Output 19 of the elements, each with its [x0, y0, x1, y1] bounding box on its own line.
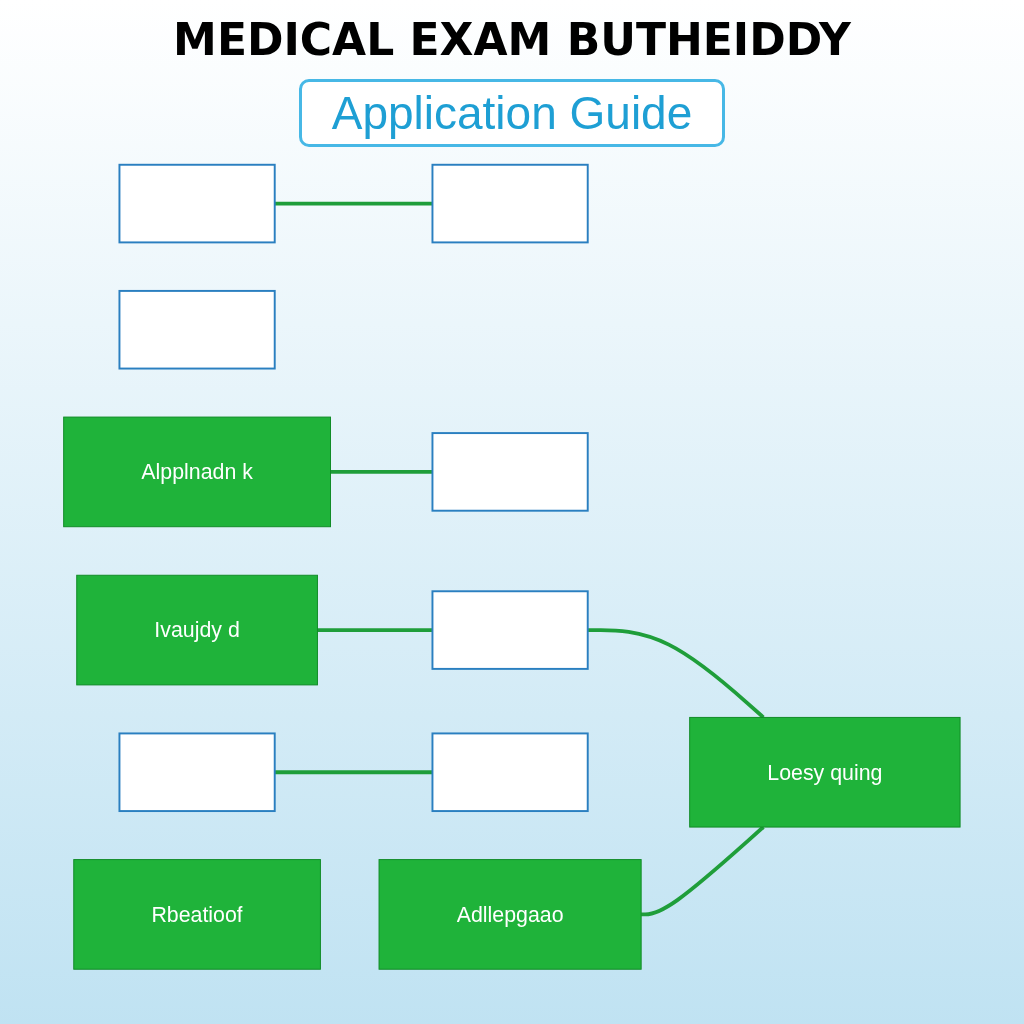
- connector: [274, 770, 433, 775]
- node-box: Ivaujdy d: [76, 574, 319, 686]
- node-box: Loesy quing: [689, 716, 961, 828]
- node-box: [118, 732, 276, 813]
- title: MEDICAL EXAM BUTHEIDDY: [173, 14, 851, 65]
- node-box: [431, 163, 589, 244]
- node-box: Rbeatioof: [73, 859, 322, 970]
- node-box: [431, 590, 589, 670]
- node-box: [118, 163, 276, 244]
- connector: [274, 201, 433, 206]
- connector: [317, 628, 433, 633]
- node-box: Alpplnadn k: [63, 416, 332, 528]
- node-box: [431, 432, 589, 512]
- connector: [587, 628, 765, 719]
- connector: [330, 469, 433, 474]
- subtitle-banner: Application Guide: [298, 79, 726, 147]
- node-box: Adllepgaao: [378, 859, 642, 970]
- node-box: [431, 732, 589, 813]
- node-box: [118, 289, 276, 370]
